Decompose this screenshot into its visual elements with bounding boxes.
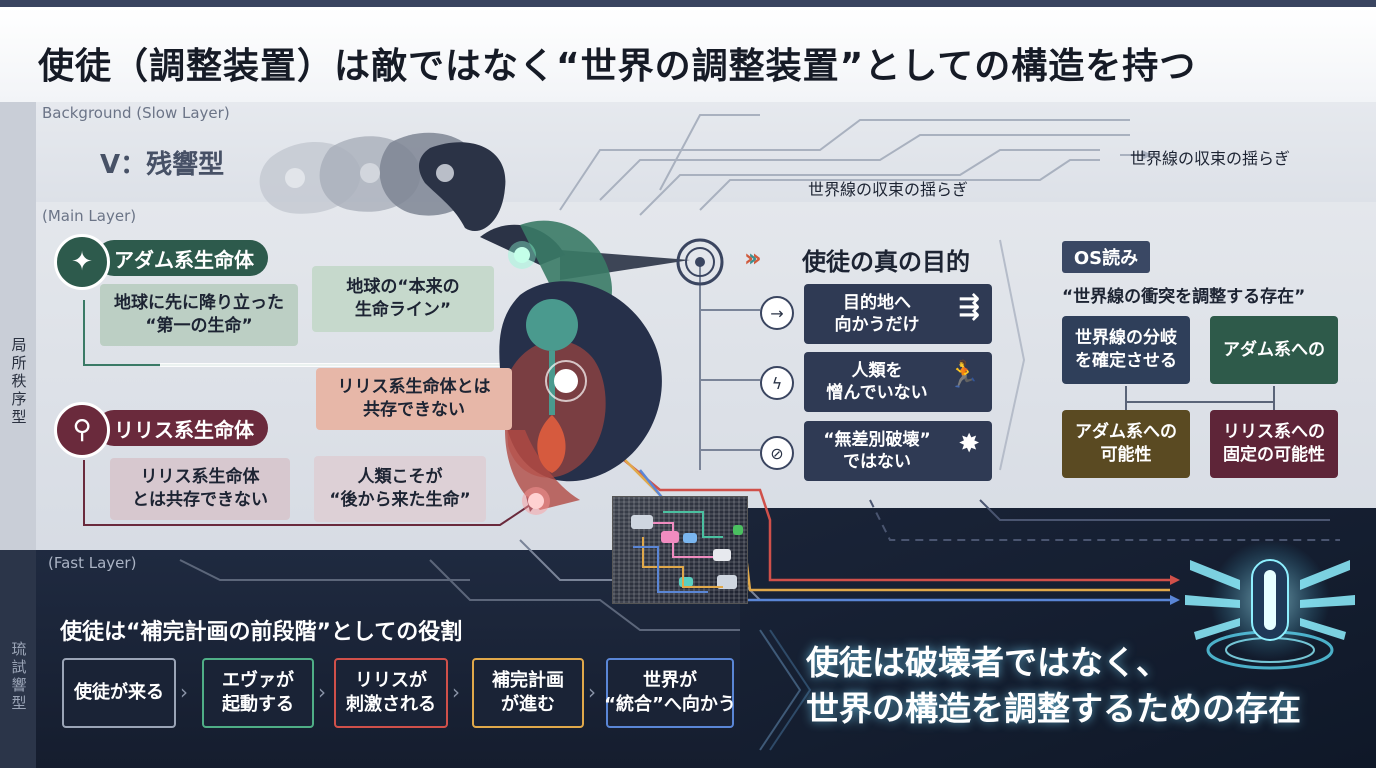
lightning-icon: ϟ	[760, 366, 794, 400]
flow-arrow-icon: ›	[180, 680, 188, 704]
note-worldline-center: 世界線の収束の揺らぎ	[808, 180, 969, 199]
conclusion-text: 使徒は破壊者ではなく、世界の構造を調整するための存在	[806, 643, 1301, 728]
os-quote: “世界線の衝突を調整する存在”	[1062, 287, 1306, 307]
os-box-adam: アダム系への	[1210, 316, 1338, 384]
shatter-icon: ✸	[958, 429, 980, 459]
note-worldline-right: 世界線の収束の揺らぎ	[1130, 149, 1291, 168]
purpose-item-not-destruction: “無差別破壊”ではない ✸	[804, 421, 992, 481]
adam-figure-icon: ✦	[54, 234, 110, 290]
purpose-item-no-hate: 人類を憎んでいない 🏃	[804, 352, 992, 412]
arrow-right-icon: →	[760, 296, 794, 330]
layer-label-main: (Main Layer)	[42, 207, 137, 225]
flow-step-instrumentality: 補完計画が進む	[472, 658, 584, 728]
v-type-label: V：残響型	[100, 150, 225, 180]
lilith-figure-icon: ⚲	[54, 402, 110, 458]
flow-step-world-integration: 世界が“統合”へ向かう	[604, 658, 736, 728]
layer-label-fast: (Fast Layer)	[48, 554, 137, 572]
adam-bubble-first-life: 地球に先に降り立った“第一の生命”	[100, 284, 298, 346]
page-title: 使徒（調整装置）は敵ではなく“世界の調整装置”としての構造を持つ	[38, 46, 1197, 87]
beacon-icon	[1185, 540, 1355, 670]
speed-lines-icon: ⇶	[958, 292, 980, 322]
purpose-item-destination: 目的地へ向かうだけ ⇶	[804, 284, 992, 344]
side-label-local: 局所秩序型	[11, 336, 27, 426]
title-band: 使徒（調整装置）は敵ではなく“世界の調整装置”としての構造を持つ	[0, 7, 1376, 102]
flow-step-eva-launch: エヴァが起動する	[202, 658, 314, 728]
side-label-fast: 琉試響型	[11, 640, 27, 712]
lilith-bubble-coexist: リリス系生命体とは共存できない	[110, 458, 290, 520]
adam-label: アダム系生命体	[96, 240, 268, 276]
fast-layer-title: 使徒は“補完計画の前段階”としての役割	[60, 620, 463, 645]
ghost-shapes	[259, 132, 506, 232]
os-reading-tag: OS読み	[1062, 241, 1150, 273]
os-box-adam-possibility: アダム系への可能性	[1062, 410, 1190, 478]
slow-layer-band	[0, 102, 1376, 202]
flow-arrow-icon: ›	[452, 680, 460, 704]
no-symbol-icon: ⊘	[760, 436, 794, 470]
lilith-bubble-humans-later: 人類こそが“後から来た生命”	[314, 456, 486, 522]
chevron-icon: ›››	[744, 244, 762, 272]
layer-label-background: Background (Slow Layer)	[42, 104, 230, 122]
apostle-figure	[480, 220, 662, 515]
lilith-bubble-center: リリス系生命体とは共存できない	[316, 368, 512, 430]
running-person-icon: 🏃	[947, 360, 980, 390]
top-bar	[0, 0, 1376, 7]
os-box-lilith-possibility: リリス系への固定の可能性	[1210, 410, 1338, 478]
noise-circuit-block	[612, 496, 748, 604]
os-box-branch: 世界線の分岐を確定させる	[1062, 316, 1190, 384]
flow-step-apostle-comes: 使徒が来る	[62, 658, 176, 728]
adam-bubble-original-line: 地球の“本来の生命ライン”	[312, 266, 494, 332]
lilith-label: リリス系生命体	[96, 410, 268, 446]
flow-step-lilith-stimulated: リリスが刺激される	[334, 658, 448, 728]
left-strip-dark	[0, 550, 36, 768]
flow-arrow-icon: ›	[318, 680, 326, 704]
purpose-title: 使徒の真の目的	[802, 248, 970, 276]
flow-arrow-icon: ›	[588, 680, 596, 704]
